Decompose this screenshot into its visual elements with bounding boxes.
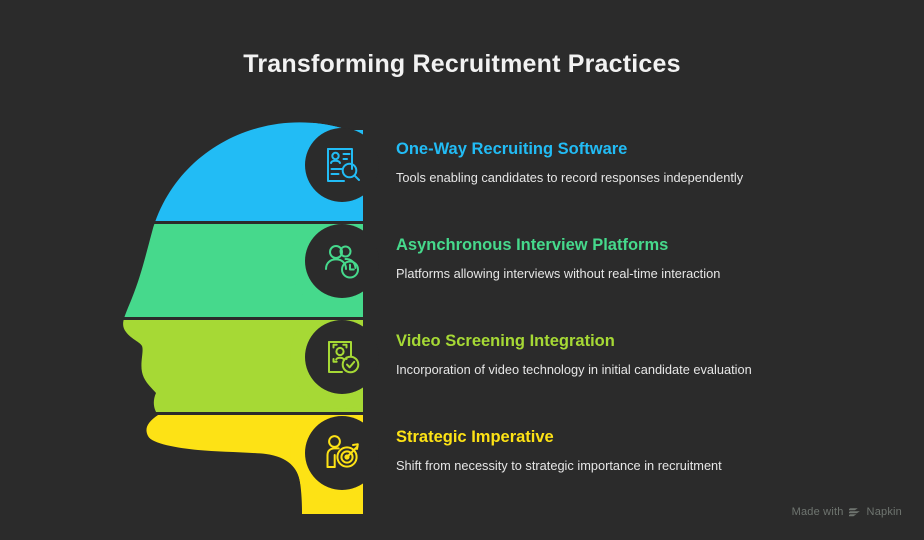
section-description: Shift from necessity to strategic import…	[396, 457, 722, 473]
section-description: Tools enabling candidates to record resp…	[396, 169, 744, 185]
watermark[interactable]: Made with Napkin	[792, 505, 902, 518]
section-description: Incorporation of video technology in ini…	[396, 361, 752, 377]
section-strategic-imperative: Strategic Imperative Shift from necessit…	[396, 428, 796, 475]
icon-badge-strategic-imperative[interactable]	[305, 416, 379, 490]
watermark-brand: Napkin	[866, 505, 902, 518]
video-screen-check-icon	[328, 341, 360, 374]
section-video-screening-integration: Video Screening Integration Incorporatio…	[396, 332, 796, 379]
icon-badge-video-screening-integration[interactable]	[305, 320, 379, 394]
resume-search-icon	[327, 148, 360, 182]
icon-badge-asynchronous-interview-platforms[interactable]	[305, 224, 379, 298]
section-one-way-recruiting-software: One-Way Recruiting Software Tools enabli…	[396, 140, 796, 187]
page-title: Transforming Recruitment Practices	[243, 50, 681, 78]
icon-badge-one-way-recruiting-software[interactable]	[305, 128, 379, 202]
person-target-icon	[326, 435, 359, 468]
section-description: Platforms allowing interviews without re…	[396, 265, 721, 281]
head-profile-graphic	[118, 110, 398, 520]
napkin-logo-icon	[848, 508, 860, 517]
people-clock-icon	[325, 245, 359, 279]
section-title: Strategic Imperative	[396, 428, 554, 446]
section-title: Asynchronous Interview Platforms	[396, 236, 669, 254]
watermark-prefix: Made with	[791, 505, 844, 518]
section-title: Video Screening Integration	[396, 332, 615, 350]
section-asynchronous-interview-platforms: Asynchronous Interview Platforms Platfor…	[396, 236, 796, 283]
section-title: One-Way Recruiting Software	[396, 140, 628, 158]
